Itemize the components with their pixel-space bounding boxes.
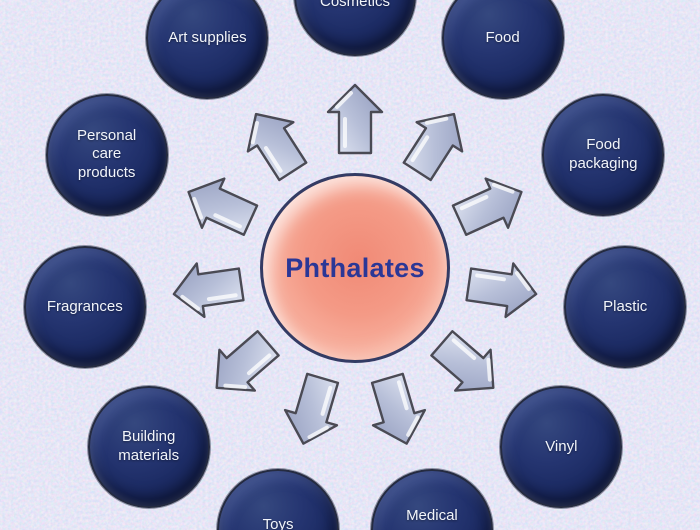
category-label-plastic: Plastic — [603, 297, 648, 315]
category-circle-food-packaging: Food packaging — [542, 93, 665, 216]
category-circle-food: Food — [441, 0, 564, 100]
category-circle-medical: Medical — [370, 468, 493, 530]
category-label-vinyl: Vinyl — [545, 437, 578, 455]
category-label-cosmetics: Cosmetics — [319, 0, 390, 10]
category-circle-plastic: Plastic — [564, 245, 687, 368]
category-label-personal-care-products: Personal care products — [77, 127, 137, 181]
center-label: Phthalates — [285, 252, 425, 283]
category-circle-personal-care-products: Personal care products — [45, 93, 168, 216]
category-label-art-supplies: Art supplies — [168, 29, 247, 47]
category-label-food: Food — [485, 29, 520, 47]
category-circle-vinyl: Vinyl — [500, 385, 623, 508]
category-circle-art-supplies: Art supplies — [146, 0, 269, 100]
category-label-fragrances: Fragrances — [46, 297, 123, 315]
category-label-medical: Medical — [406, 506, 458, 524]
category-circle-fragrances: Fragrances — [23, 245, 146, 368]
category-circle-building-materials: Building materials — [87, 385, 210, 508]
category-circle-toys: Toys — [217, 468, 340, 530]
category-label-toys: Toys — [262, 515, 294, 530]
category-label-building-materials: Building materials — [118, 428, 180, 464]
center-circle-phthalates: Phthalates — [260, 173, 450, 363]
category-label-food-packaging: Food packaging — [569, 136, 638, 172]
category-circle-cosmetics: Cosmetics — [294, 0, 416, 56]
